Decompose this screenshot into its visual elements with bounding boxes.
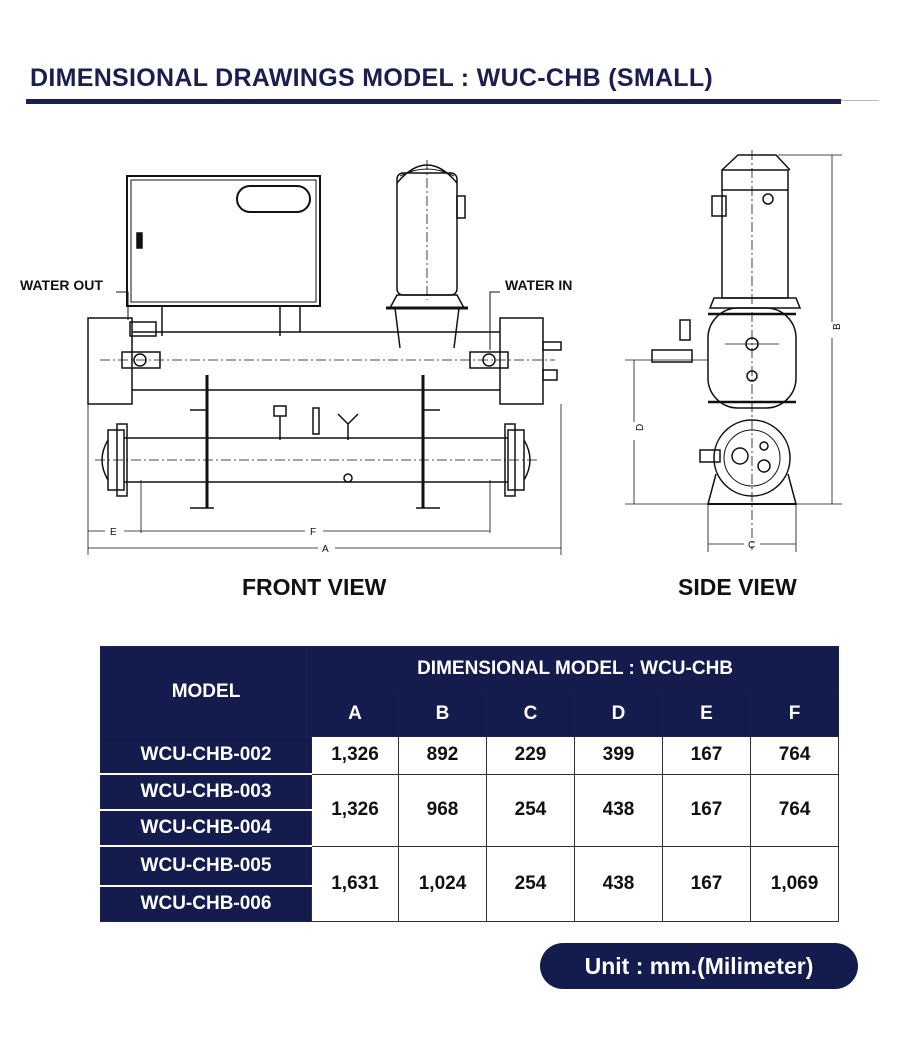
table-row: WCU-CHB-002 1,326 892 229 399 167 764	[100, 736, 840, 775]
value-d: 438	[574, 845, 663, 922]
value-f: 764	[749, 736, 840, 775]
water-out-callout: WATER OUT	[20, 277, 103, 293]
model-header: MODEL	[100, 646, 312, 737]
dim-c-label: C	[748, 540, 755, 551]
dimensional-drawing: WATER OUT WATER IN E F A B D C	[20, 150, 843, 555]
model-name: WCU-CHB-006	[100, 885, 312, 922]
value-a: 1,326	[311, 773, 399, 847]
value-f: 764	[749, 773, 840, 847]
model-name: WCU-CHB-002	[100, 736, 312, 775]
value-e: 167	[662, 773, 751, 847]
side-view-drawing	[651, 150, 802, 550]
side-dimension-lines	[625, 154, 842, 552]
front-view-drawing	[87, 160, 562, 509]
value-b: 892	[398, 736, 487, 775]
page-title: DIMENSIONAL DRAWINGS MODEL : WUC-CHB (SM…	[30, 64, 714, 92]
value-f: 1,069	[749, 845, 840, 922]
value-d: 399	[574, 736, 663, 775]
side-view-label: SIDE VIEW	[678, 574, 797, 600]
col-header-f: F	[749, 691, 840, 737]
water-in-callout: WATER IN	[505, 277, 572, 293]
table-row: WCU-CHB-004	[100, 809, 839, 847]
value-a: 1,631	[311, 845, 399, 922]
dim-b-label: B	[832, 323, 843, 330]
col-header-d: D	[574, 691, 663, 737]
dim-e-label: E	[110, 527, 117, 538]
value-a: 1,326	[311, 736, 399, 775]
table-row: WCU-CHB-006	[100, 885, 839, 922]
front-dimension-lines	[87, 404, 562, 555]
model-name: WCU-CHB-003	[100, 773, 312, 811]
title-underline-tail	[841, 100, 879, 101]
col-header-b: B	[398, 691, 487, 737]
value-e: 167	[662, 845, 751, 922]
value-c: 254	[486, 845, 575, 922]
unit-badge: Unit : mm.(Milimeter)	[540, 943, 858, 989]
col-header-c: C	[486, 691, 575, 737]
model-name: WCU-CHB-004	[100, 809, 312, 847]
group-header: DIMENSIONAL MODEL : WCU-CHB	[310, 646, 840, 692]
table-row: WCU-CHB-003 1,326 968 254 438 167 764	[100, 773, 840, 847]
value-b: 968	[398, 773, 487, 847]
dim-d-label: D	[635, 424, 646, 431]
model-name: WCU-CHB-005	[100, 845, 312, 887]
dimension-table: MODEL DIMENSIONAL MODEL : WCU-CHB A B C …	[100, 646, 840, 922]
front-view-label: FRONT VIEW	[242, 574, 387, 600]
col-header-e: E	[662, 691, 751, 737]
dim-f-label: F	[310, 527, 316, 538]
value-b: 1,024	[398, 845, 487, 922]
value-d: 438	[574, 773, 663, 847]
col-header-a: A	[311, 691, 399, 737]
title-underline	[26, 99, 841, 104]
value-c: 254	[486, 773, 575, 847]
value-e: 167	[662, 736, 751, 775]
dim-a-label: A	[322, 544, 329, 555]
table-row: WCU-CHB-005 1,631 1,024 254 438 167 1,06…	[100, 845, 840, 922]
value-c: 229	[486, 736, 575, 775]
